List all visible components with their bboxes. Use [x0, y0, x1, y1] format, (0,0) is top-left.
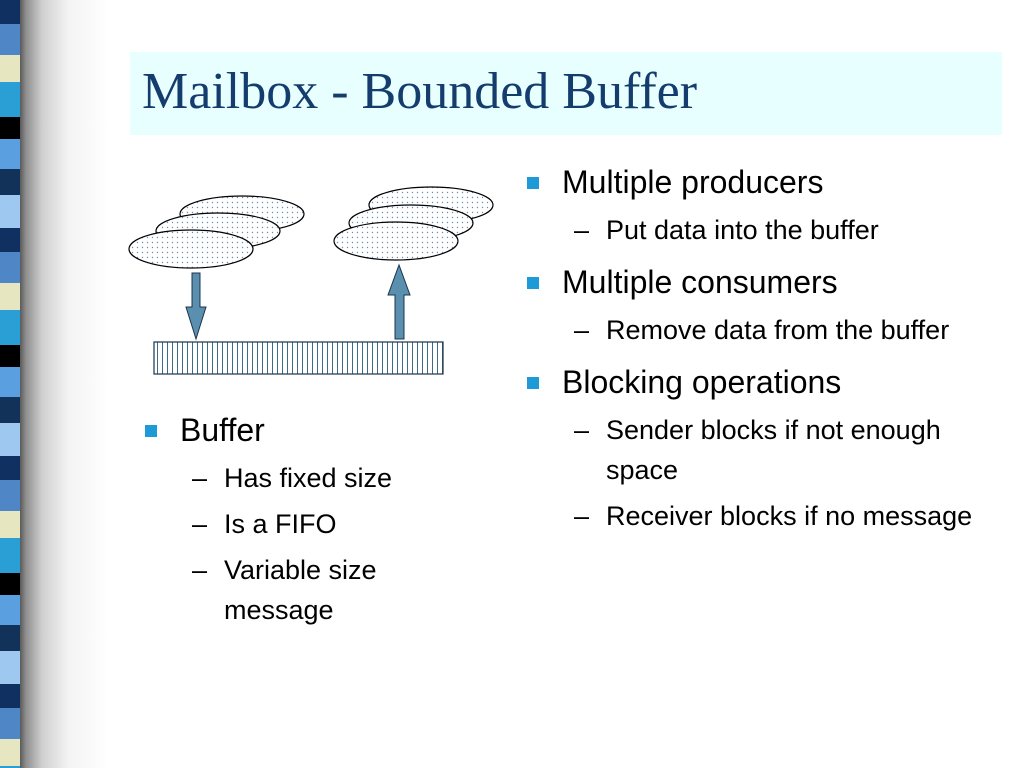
spacer	[522, 250, 1002, 260]
square-bullet-icon	[527, 177, 539, 189]
bullet-buffer: Buffer	[140, 408, 460, 452]
stripe-block	[0, 651, 20, 684]
stripe-block	[0, 195, 20, 228]
stripe-block	[0, 766, 20, 768]
stripe-block	[0, 117, 20, 139]
buffer-bar	[153, 341, 444, 375]
sub-bullet-text: Has fixed size	[224, 463, 393, 493]
left-bullet-list: Buffer – Has fixed size – Is a FIFO – Va…	[140, 408, 460, 630]
stripe-block	[0, 538, 20, 573]
sub-bullet-text: Is a FIFO	[224, 509, 337, 539]
bullet-text: Blocking operations	[562, 364, 842, 400]
up-arrow	[387, 263, 411, 340]
dash-icon: –	[574, 501, 590, 531]
stripe-block	[0, 739, 20, 766]
sub-bullet: – Variable size message	[140, 550, 460, 630]
stripe-block	[0, 397, 20, 423]
stripe-block	[0, 0, 20, 24]
consumer-message-1	[333, 221, 459, 261]
side-shadow	[20, 0, 120, 768]
title-bar: Mailbox - Bounded Buffer	[130, 52, 1002, 135]
sub-bullet-text: Variable size message	[224, 555, 377, 625]
stripe-block	[0, 480, 20, 511]
stripe-block	[0, 708, 20, 739]
sub-bullet: – Remove data from the buffer	[522, 310, 1002, 350]
stripe-block	[0, 573, 20, 595]
slide-title: Mailbox - Bounded Buffer	[142, 63, 698, 120]
bounded-buffer-diagram	[128, 186, 494, 375]
bullet-text: Multiple producers	[562, 164, 824, 200]
stripe-block	[0, 252, 20, 283]
dash-icon: –	[192, 509, 208, 539]
stripe-block	[0, 423, 20, 456]
dash-icon: –	[192, 463, 208, 493]
bullet-text: Buffer	[180, 412, 265, 448]
square-bullet-icon	[527, 277, 539, 289]
producer-message-1	[128, 229, 254, 269]
stripe-block	[0, 24, 20, 55]
stripe-block	[0, 684, 20, 708]
sub-bullet: – Is a FIFO	[140, 504, 460, 544]
sub-bullet-text: Remove data from the buffer	[606, 315, 950, 345]
dash-icon: –	[574, 315, 590, 345]
dash-icon: –	[574, 415, 590, 445]
bullet-blocking-operations: Blocking operations	[522, 360, 1002, 404]
stripe-block	[0, 283, 20, 310]
sub-bullet-text: Receiver blocks if no message	[606, 501, 973, 531]
stripe-block	[0, 310, 20, 345]
stripe-block	[0, 169, 20, 195]
sub-bullet: – Has fixed size	[140, 458, 460, 498]
sub-bullet: – Put data into the buffer	[522, 210, 1002, 250]
square-bullet-icon	[527, 377, 539, 389]
spacer	[522, 350, 1002, 360]
sub-bullet-text: Sender blocks if not enough space	[606, 415, 941, 485]
bullet-multiple-producers: Multiple producers	[522, 160, 1002, 204]
dash-icon: –	[574, 215, 590, 245]
dash-icon: –	[192, 555, 208, 585]
right-bullet-list: Multiple producers – Put data into the b…	[522, 160, 1002, 536]
bullet-multiple-consumers: Multiple consumers	[522, 260, 1002, 304]
bullet-text: Multiple consumers	[562, 264, 838, 300]
stripe-block	[0, 345, 20, 367]
stripe-block	[0, 55, 20, 82]
sub-bullet: – Sender blocks if not enough space	[522, 410, 1002, 490]
stripe-block	[0, 511, 20, 538]
stripe-block	[0, 456, 20, 480]
stripe-block	[0, 82, 20, 117]
stripe-block	[0, 625, 20, 651]
square-bullet-icon	[145, 425, 157, 437]
stripe-block	[0, 595, 20, 625]
producer-messages	[128, 195, 305, 269]
down-arrow	[185, 272, 207, 341]
stripe-block	[0, 139, 20, 169]
sub-bullet: – Receiver blocks if no message	[522, 496, 1002, 536]
stripe-block	[0, 228, 20, 252]
consumer-messages	[333, 186, 494, 261]
sub-bullet-text: Put data into the buffer	[606, 215, 879, 245]
decorative-stripe	[0, 0, 20, 768]
stripe-block	[0, 367, 20, 397]
